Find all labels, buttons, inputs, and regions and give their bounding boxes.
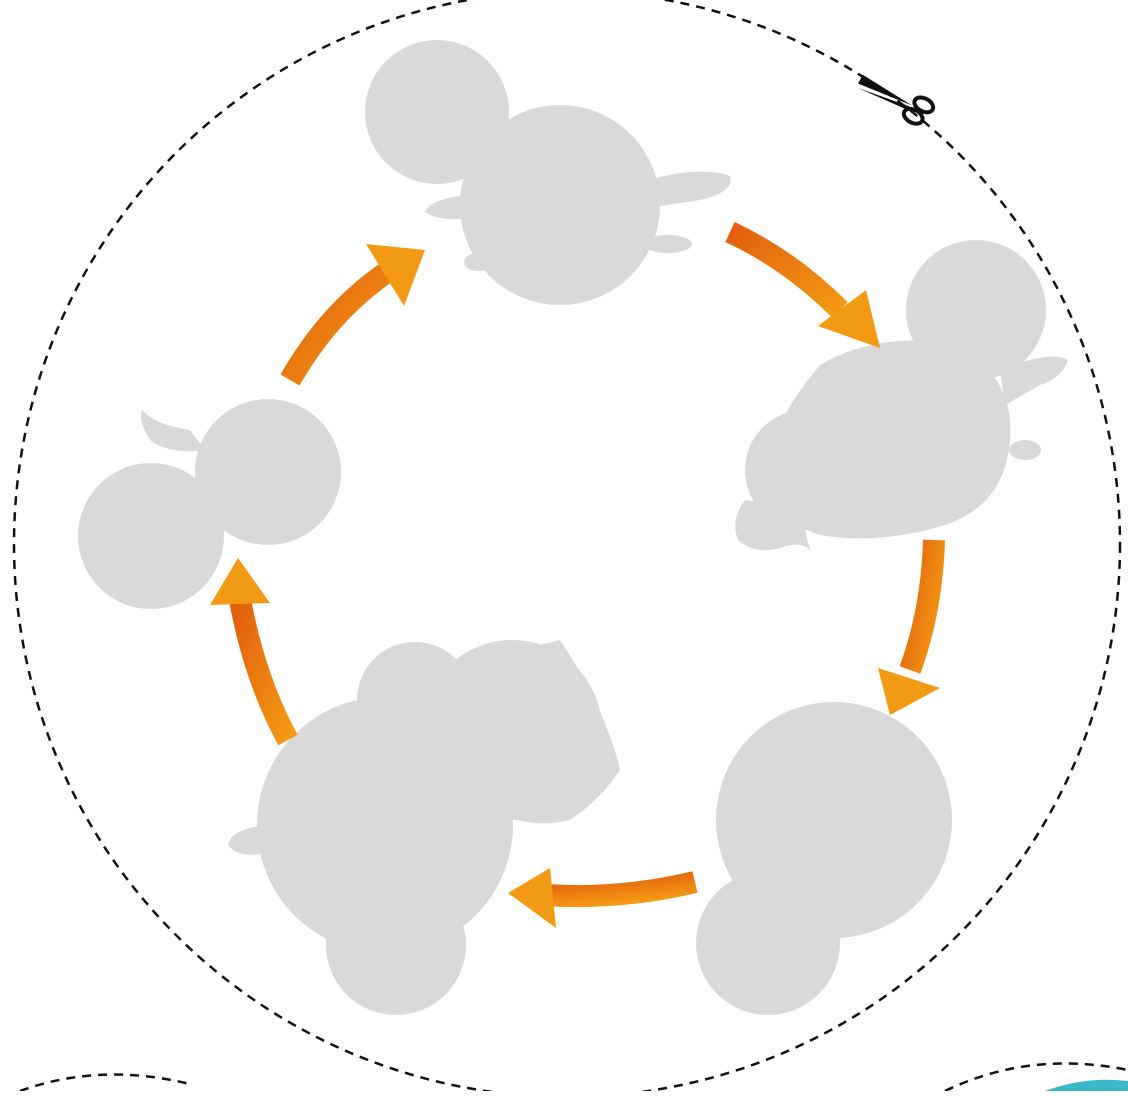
neighbor-teal-shape	[1045, 1079, 1128, 1091]
stage-top-silhouette	[365, 40, 731, 305]
scissors-icon	[857, 74, 936, 126]
neighbor-cut-line-left	[19, 1073, 191, 1093]
cycle-arrow-3	[878, 539, 945, 715]
stage-right-silhouette	[735, 240, 1068, 551]
stage-bottom-left-silhouette	[228, 640, 620, 1015]
cycle-arrow-5	[210, 558, 298, 746]
cut-line-circle	[12, 0, 1122, 1096]
cycle-arrow-4	[508, 868, 698, 928]
stage-left-silhouette	[78, 399, 341, 609]
stage-bottom-right-silhouette	[696, 702, 952, 1015]
neighbor-cut-line-right	[944, 1062, 1128, 1093]
cycle-arrow-1	[280, 244, 425, 386]
cycle-arrow-2	[725, 222, 880, 348]
